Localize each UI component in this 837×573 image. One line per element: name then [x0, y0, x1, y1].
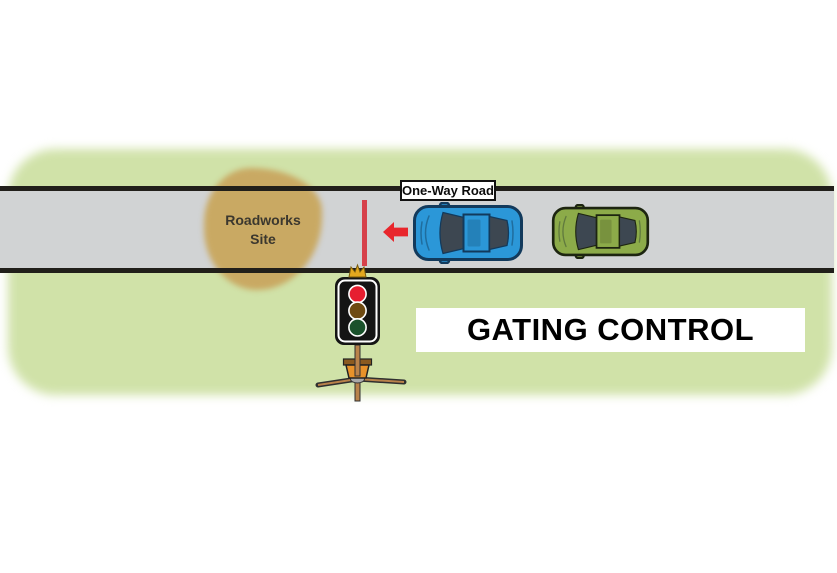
signal-pole [354, 344, 361, 377]
blue-car-roof [462, 213, 491, 253]
traffic-light [305, 258, 415, 408]
blue-car-sunroof [467, 219, 481, 247]
blue-car-trunk-line [511, 220, 514, 246]
roadworks-site-label: Roadworks Site [204, 211, 322, 249]
green-car-hood-line [562, 215, 567, 248]
roadworks-label-line1: Roadworks [225, 212, 301, 228]
red-light [348, 284, 367, 304]
blue-car-svg [413, 202, 523, 264]
windshield [439, 211, 465, 255]
left-arrow-shape [383, 222, 408, 242]
green-light [348, 318, 367, 337]
green-car [551, 204, 650, 259]
windshield [575, 212, 598, 251]
rear-window [488, 215, 510, 251]
left-arrow-icon [383, 222, 408, 242]
green-car-trunk-line [638, 220, 641, 243]
rear-window [618, 216, 637, 247]
one-way-road-label-text: One-Way Road [402, 183, 494, 198]
roadworks-label-line2: Site [250, 231, 276, 247]
amber-light [348, 301, 367, 321]
tripod-leg-right-wood [357, 378, 405, 383]
left-arrow-svg [383, 222, 408, 242]
signal-housing-border [337, 279, 378, 343]
blue-car-hood-line [424, 215, 430, 251]
road-edge-bottom [0, 268, 834, 273]
crown-icon [348, 263, 367, 278]
blue-car [412, 202, 524, 264]
traffic-light-svg [315, 263, 407, 402]
blue-car-bumper-line [420, 221, 423, 245]
green-car-sunroof [600, 219, 612, 244]
green-car-bumper-line [558, 221, 561, 242]
green-car-svg [551, 204, 650, 259]
page-title: GATING CONTROL [466, 312, 755, 347]
gating-stop-line [362, 200, 367, 266]
one-way-road-label: One-Way Road [400, 180, 496, 201]
title-box: GATING CONTROL [416, 308, 805, 352]
